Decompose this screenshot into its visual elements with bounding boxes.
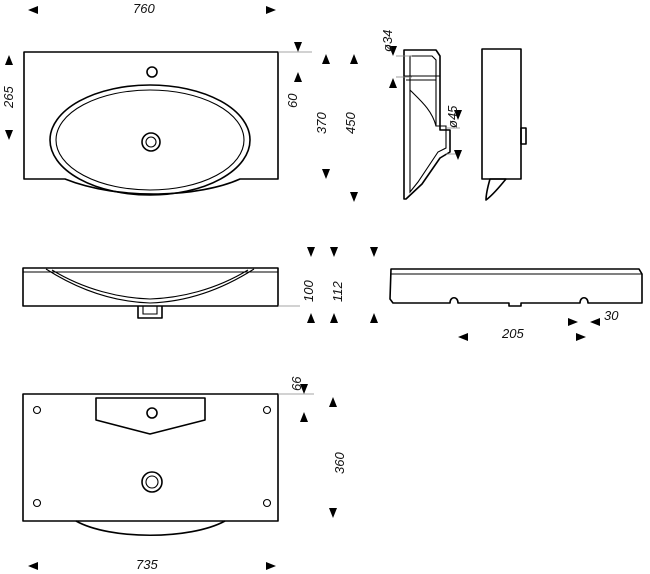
tap-offset-arrow-top — [294, 42, 302, 52]
depth265-arrow-top — [5, 55, 13, 65]
top-view-dimensions: 760 265 60 370 450 — [1, 1, 358, 202]
dim-265: 265 — [1, 86, 16, 109]
drain-arrow-bottom — [454, 150, 462, 160]
depth450-arrow-top — [350, 54, 358, 64]
bottom-view — [22, 393, 279, 536]
bottom-view-plate — [95, 397, 206, 435]
offset66-arrow-bottom — [300, 412, 308, 422]
dim-370: 370 — [314, 112, 329, 134]
tap-offset-arrow-bottom — [294, 72, 302, 82]
front-view-drain — [137, 306, 163, 319]
dim-100: 100 — [301, 280, 316, 302]
top-view-tap-hole — [146, 66, 158, 78]
dim-66: 66 — [289, 376, 304, 391]
offset30-arrow-left — [568, 318, 578, 326]
top-view-basin-outer — [49, 84, 251, 196]
spacing205-arrow-right — [576, 333, 586, 341]
dim-450: 450 — [343, 112, 358, 134]
dim-dia45: ø45 — [445, 105, 460, 128]
side-section-view: ø34 ø45 — [380, 30, 462, 200]
spacing205-arrow-left — [458, 333, 468, 341]
h112-arrow-bottom — [330, 313, 338, 323]
dim-360: 360 — [332, 452, 347, 474]
dim-735: 735 — [136, 557, 158, 572]
rear-view — [389, 268, 643, 307]
bottom-view-body — [22, 393, 279, 522]
drain-arrow-top — [454, 110, 462, 120]
side-elevation-nub — [520, 127, 527, 145]
mount-hole-top-left — [32, 405, 42, 415]
extra-arrow-bottom — [370, 313, 378, 323]
top-view-drain-outer — [141, 132, 161, 152]
top-view — [23, 51, 279, 196]
front-view-basin-curve-outer — [45, 268, 255, 304]
bottom-view-dimensions: 66 360 735 — [28, 376, 347, 572]
side-section-inner-wall — [409, 55, 447, 194]
depth370-arrow-top — [322, 54, 330, 64]
side-elevation-body — [481, 48, 522, 180]
extra-arrow-top — [370, 247, 378, 257]
dim-dia34: ø34 — [380, 30, 395, 52]
tap-hole-arrow-bottom — [389, 78, 397, 88]
front-view-basin-curve — [51, 269, 249, 300]
h112-arrow-top — [330, 247, 338, 257]
dim-760: 760 — [133, 1, 155, 16]
depth370-arrow-bottom — [322, 169, 330, 179]
h100-arrow-top — [307, 247, 315, 257]
h100-arrow-bottom — [307, 313, 315, 323]
mount-hole-top-right — [262, 405, 272, 415]
width735-arrow-right — [266, 562, 276, 570]
side-elevation-view — [481, 48, 527, 201]
width735-arrow-left — [28, 562, 38, 570]
top-view-basin-inner — [55, 89, 245, 191]
front-view — [22, 267, 300, 319]
rear-view-outline — [389, 268, 643, 307]
top-view-drain-inner — [145, 136, 157, 148]
mount-hole-bottom-left — [32, 498, 42, 508]
dim-30: 30 — [604, 308, 619, 323]
bottom-view-front-curve — [75, 520, 226, 536]
spacing360-arrow-bottom — [329, 508, 337, 518]
depth265-arrow-bottom — [5, 130, 13, 140]
spacing360-arrow-top — [329, 397, 337, 407]
bottom-view-tap-hole — [146, 407, 158, 419]
front-view-dimensions: 100 112 — [301, 247, 378, 323]
bottom-view-drain-inner — [145, 475, 159, 489]
side-section-outline — [403, 49, 451, 200]
offset30-arrow-right — [590, 318, 600, 326]
bottom-view-drain-outer — [141, 471, 163, 493]
width-arrow-left — [28, 6, 38, 14]
front-view-body — [22, 267, 279, 307]
mount-hole-bottom-right — [262, 498, 272, 508]
offset66-arrow-top — [300, 384, 308, 394]
width-arrow-right — [266, 6, 276, 14]
depth450-arrow-bottom — [350, 192, 358, 202]
front-view-drain-inner — [142, 306, 158, 315]
rear-view-dimensions: 205 30 — [458, 308, 619, 341]
side-section-basin-curve — [409, 89, 437, 127]
dim-60: 60 — [285, 93, 300, 108]
side-elevation-bowl — [485, 178, 507, 201]
tap-hole-arrow-top — [389, 46, 397, 56]
dim-205: 205 — [501, 326, 524, 341]
dim-112: 112 — [330, 281, 345, 302]
